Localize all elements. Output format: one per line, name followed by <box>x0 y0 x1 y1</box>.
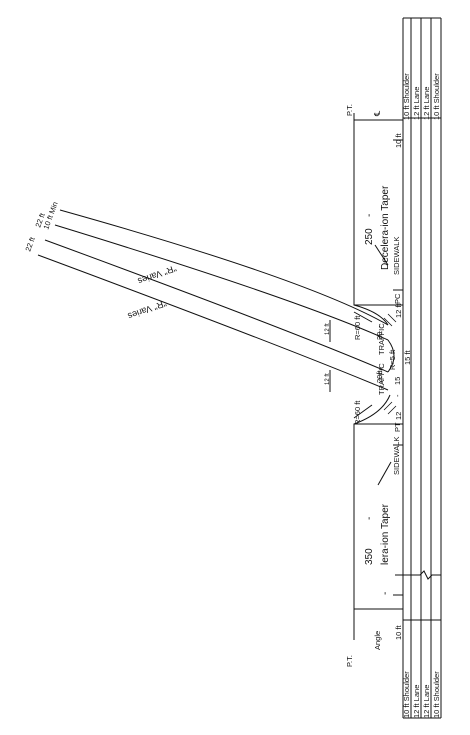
ramp-width-20-dash: - <box>375 325 384 328</box>
ramp-radius-bottom: R=60 ft <box>353 400 362 425</box>
ramp-small-a: 12 ft <box>325 323 331 335</box>
curb-return <box>353 394 391 425</box>
lane-label-top-2: 12 ft Lane <box>422 87 431 120</box>
ramp-radius-mid: R=5 ft <box>388 349 397 370</box>
ramp-width-15: 15 <box>393 377 402 385</box>
ramp-edge <box>59 209 389 326</box>
ramp-traffic-bottom: TRAFFIC <box>377 363 386 395</box>
decel-cl-label: ℄ <box>373 110 382 117</box>
accel-offset-label: 12 <box>394 412 403 420</box>
lane-label-top-1: 12 ft Lane <box>412 87 421 120</box>
curb-return <box>353 304 389 326</box>
leader-line <box>374 244 389 266</box>
decel-length: 250 <box>364 228 375 245</box>
lane-label-top-0: 10 ft Shoulder <box>402 73 411 120</box>
decel-sidewalk-label: SIDEWALK <box>392 237 401 275</box>
decel-length-dash: - <box>364 214 375 217</box>
accel-lead-dash: - <box>380 592 391 595</box>
accel-pt-label: PT <box>393 422 402 432</box>
decel-width-label: 10 ft <box>394 132 403 148</box>
ramp-width-15-dash: - <box>393 394 402 397</box>
lane-label-bottom-3: 10 ft Shoulder <box>432 671 441 718</box>
decel-pt-label: P.T. <box>345 104 354 116</box>
ramp-width-20: 20 <box>375 332 384 340</box>
ramp-small-b: 12 ft <box>325 373 331 385</box>
lane-label-bottom-0: 10 ft Shoulder <box>402 671 411 718</box>
decel-taper-label: Decelera-ion Taper <box>380 185 391 270</box>
accel-length-dash: - <box>364 517 375 520</box>
break-symbol <box>395 570 441 580</box>
leader-line <box>377 461 392 486</box>
decel-pc-label: PC <box>393 293 402 304</box>
ramp-edge <box>54 224 389 341</box>
ramp-end-22b: 22 ft <box>23 235 37 253</box>
accel-length: 350 <box>364 548 375 565</box>
accel-taper-label: lera-ion Taper <box>380 503 391 565</box>
accel-angle-label: Angle <box>373 631 382 650</box>
accel-sidewalk-label: SIDEWALK <box>392 437 401 475</box>
leader-line <box>353 311 373 323</box>
curb-hatch <box>383 401 393 411</box>
curb-hatch <box>387 313 397 323</box>
median-nose <box>387 339 395 373</box>
ramp-width-20ft: 20ft <box>375 370 384 383</box>
lane-label-top-3: 10 ft Shoulder <box>432 73 441 120</box>
accel-width-label: 10 ft <box>394 624 403 640</box>
decel-taper-box <box>353 119 404 306</box>
decel-offset-label: 12 ft <box>394 302 403 318</box>
accel-pt-label-bottom: P.T. <box>345 655 354 667</box>
ramp-radius-top: R=60 ft <box>353 315 362 340</box>
lane-label-bottom-2: 12 ft Lane <box>422 685 431 718</box>
curb-hatch <box>387 405 397 415</box>
leader-line <box>353 404 373 419</box>
curb-hatch <box>383 317 393 327</box>
ramp-width-15ft: 15 ft <box>403 349 412 365</box>
ramp-varies-bottom: "R" Varies <box>126 298 168 321</box>
accel-taper-box <box>353 423 404 610</box>
ramp-edge <box>44 239 389 373</box>
ramp-traffic-top: TRAFFIC <box>377 323 386 355</box>
lane-label-bottom-1: 12 ft Lane <box>412 685 421 718</box>
ramp-edge <box>37 254 389 391</box>
ramp-varies-top: "R" Varies <box>136 263 178 286</box>
